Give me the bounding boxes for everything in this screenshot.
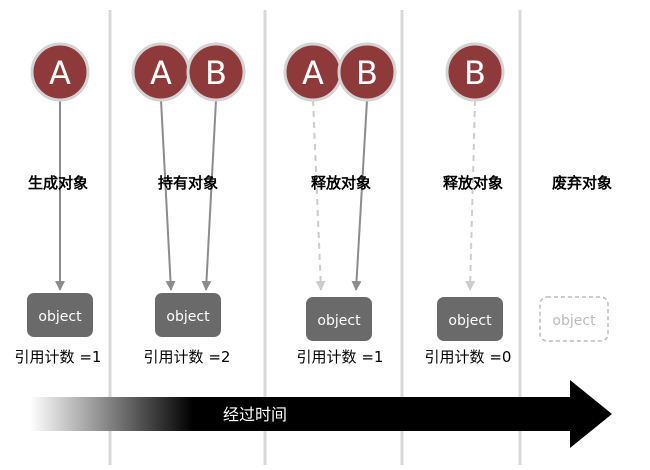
node-circle	[30, 42, 90, 102]
timeline-arrow-shape	[30, 380, 612, 448]
node-circle	[445, 42, 505, 102]
reference-count: 引用计数 =2	[144, 348, 231, 366]
stage-4: B 释放对象 object 引用计数 =0	[425, 42, 512, 366]
stage-label: 废弃对象	[552, 174, 612, 192]
arrow-stage3-a-released	[312, 99, 326, 291]
timeline-arrow: 经过时间	[30, 380, 612, 448]
arrow-stage4-b-released	[465, 99, 476, 291]
object-label: object	[448, 313, 492, 329]
node-circle	[186, 42, 246, 102]
stage-5: 废弃对象 object	[539, 174, 612, 342]
node-letter: A	[49, 54, 71, 92]
object-box	[27, 293, 93, 337]
stage-label: 释放对象	[311, 174, 371, 192]
node-letter: A	[302, 54, 324, 92]
object-label: object	[317, 313, 361, 329]
arrow-stage3-b	[351, 99, 368, 291]
stage-1: A 生成对象 object 引用计数 =1	[15, 42, 102, 366]
arrow-stage2-a	[160, 99, 176, 291]
node-letter: A	[150, 54, 172, 92]
node-letter: B	[205, 54, 227, 92]
arrow-stage2-b	[201, 99, 217, 291]
stage-3: A B 释放对象 object 引用计数 =1	[283, 42, 397, 366]
node-circle	[337, 42, 397, 102]
reference-count: 引用计数 =0	[425, 348, 512, 366]
stage-label: 持有对象	[158, 174, 218, 192]
stage-label: 释放对象	[443, 174, 503, 192]
object-box	[437, 297, 503, 341]
object-label: object	[552, 313, 596, 329]
stage-label: 生成对象	[28, 174, 88, 192]
column-dividers	[108, 10, 522, 465]
reference-arrows	[55, 99, 476, 291]
node-letter: B	[356, 54, 378, 92]
object-box	[306, 297, 372, 341]
reference-count: 引用计数 =1	[297, 348, 384, 366]
object-label: object	[166, 309, 210, 325]
discarded-object-box	[539, 296, 609, 342]
timeline-label: 经过时间	[223, 405, 287, 424]
object-box	[155, 293, 221, 337]
reference-count: 引用计数 =1	[15, 348, 102, 366]
object-label: object	[38, 309, 82, 325]
stage-2: A B 持有对象 object 引用计数 =2	[131, 42, 246, 366]
node-letter: B	[464, 54, 486, 92]
